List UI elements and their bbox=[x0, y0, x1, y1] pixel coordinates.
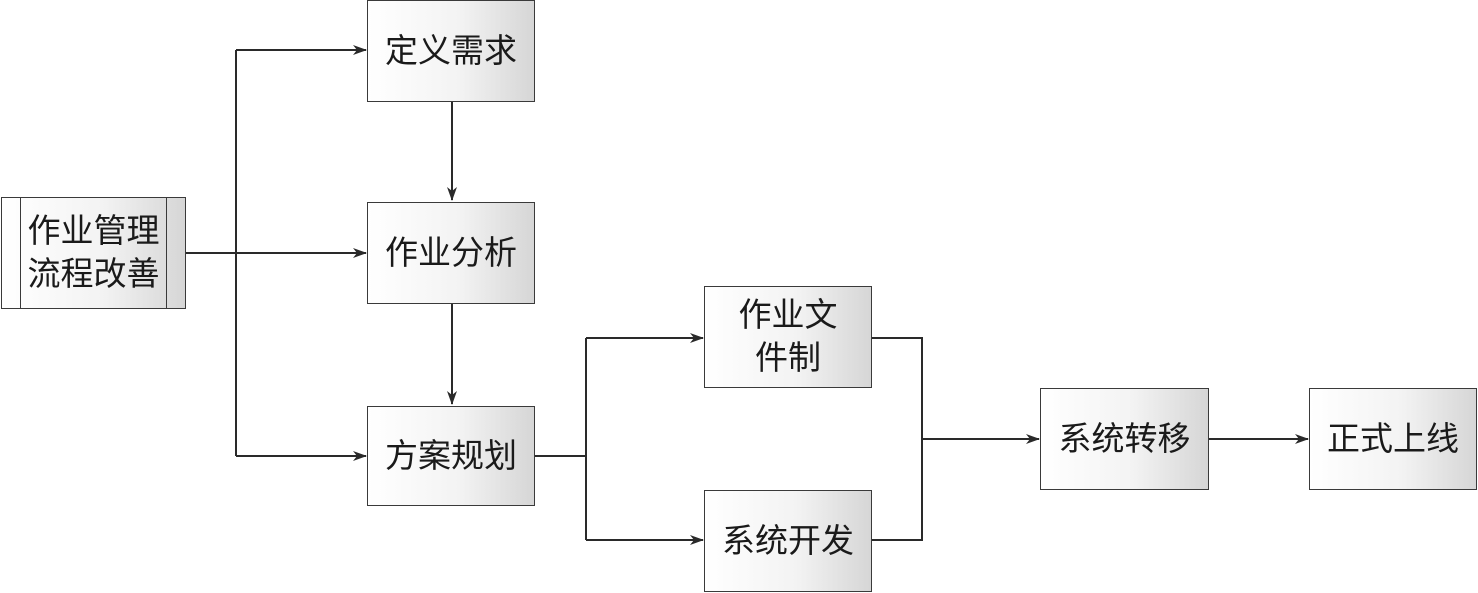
node-transfer-label: 系统转移 bbox=[1058, 418, 1191, 458]
node-golive-label: 正式上线 bbox=[1327, 418, 1459, 458]
node-transfer: 系统转移 bbox=[1040, 388, 1209, 490]
node-start: 作业管理流程改善 bbox=[1, 197, 186, 309]
node-dev: 系统开发 bbox=[704, 490, 872, 592]
node-planning-label: 方案规划 bbox=[385, 435, 517, 475]
node-analysis: 作业分析 bbox=[367, 202, 535, 304]
node-define-label: 定义需求 bbox=[385, 30, 517, 70]
node-analysis-label: 作业分析 bbox=[385, 232, 517, 272]
connector-docs-to-merge bbox=[872, 337, 923, 541]
node-start-label: 作业管理流程改善 bbox=[27, 211, 160, 293]
node-dev-label: 系统开发 bbox=[722, 520, 854, 560]
node-golive: 正式上线 bbox=[1309, 388, 1477, 490]
node-define: 定义需求 bbox=[367, 0, 535, 102]
node-docs: 作业文件制 bbox=[704, 286, 872, 388]
node-docs-label: 作业文件制 bbox=[738, 295, 838, 377]
node-planning: 方案规划 bbox=[367, 406, 535, 506]
